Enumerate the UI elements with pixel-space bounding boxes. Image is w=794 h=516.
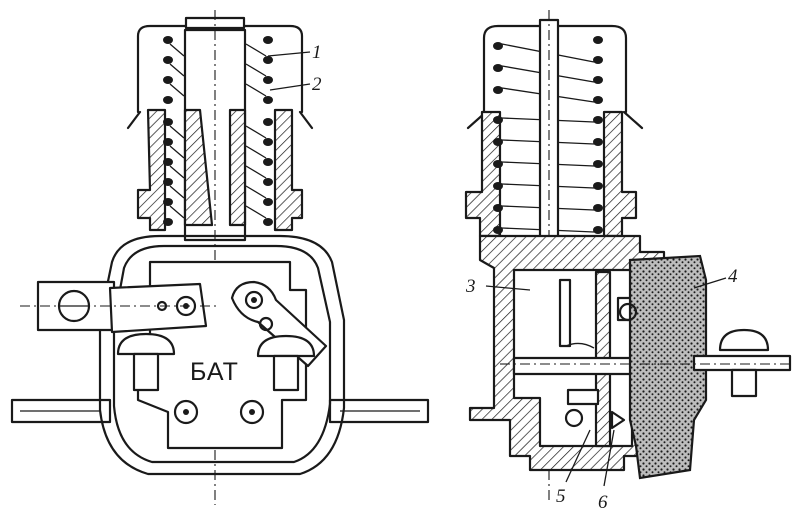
- left-view: БАТ 1 2: [10, 10, 430, 505]
- callout-5: 5: [556, 486, 566, 507]
- right-view: 3 4 5 6: [464, 10, 794, 513]
- callout-4: 4: [728, 266, 738, 287]
- right-cylinder-wall-right: [602, 110, 638, 238]
- plate-label: БАТ: [190, 358, 239, 386]
- callout-1: 1: [312, 42, 322, 63]
- left-inner-plunger: [183, 108, 214, 227]
- left-body-inner: [112, 244, 332, 464]
- left-housing-wall-right: [273, 108, 304, 232]
- callout-2: 2: [312, 74, 322, 95]
- left-contact-dome-b: [256, 334, 316, 358]
- left-cap-rim: [126, 110, 314, 130]
- callout-3: 3: [465, 276, 476, 297]
- right-cylinder-wall-left: [464, 110, 502, 238]
- left-contact-dome-a: [116, 332, 176, 356]
- left-housing-wall-left: [136, 108, 167, 232]
- callout-6: 6: [598, 492, 608, 513]
- right-insulator-block: [628, 254, 708, 480]
- left-screws: [156, 290, 274, 425]
- left-spring-coils: [163, 36, 273, 226]
- right-terminal-dome: [718, 328, 770, 352]
- left-body-outer: [98, 234, 346, 476]
